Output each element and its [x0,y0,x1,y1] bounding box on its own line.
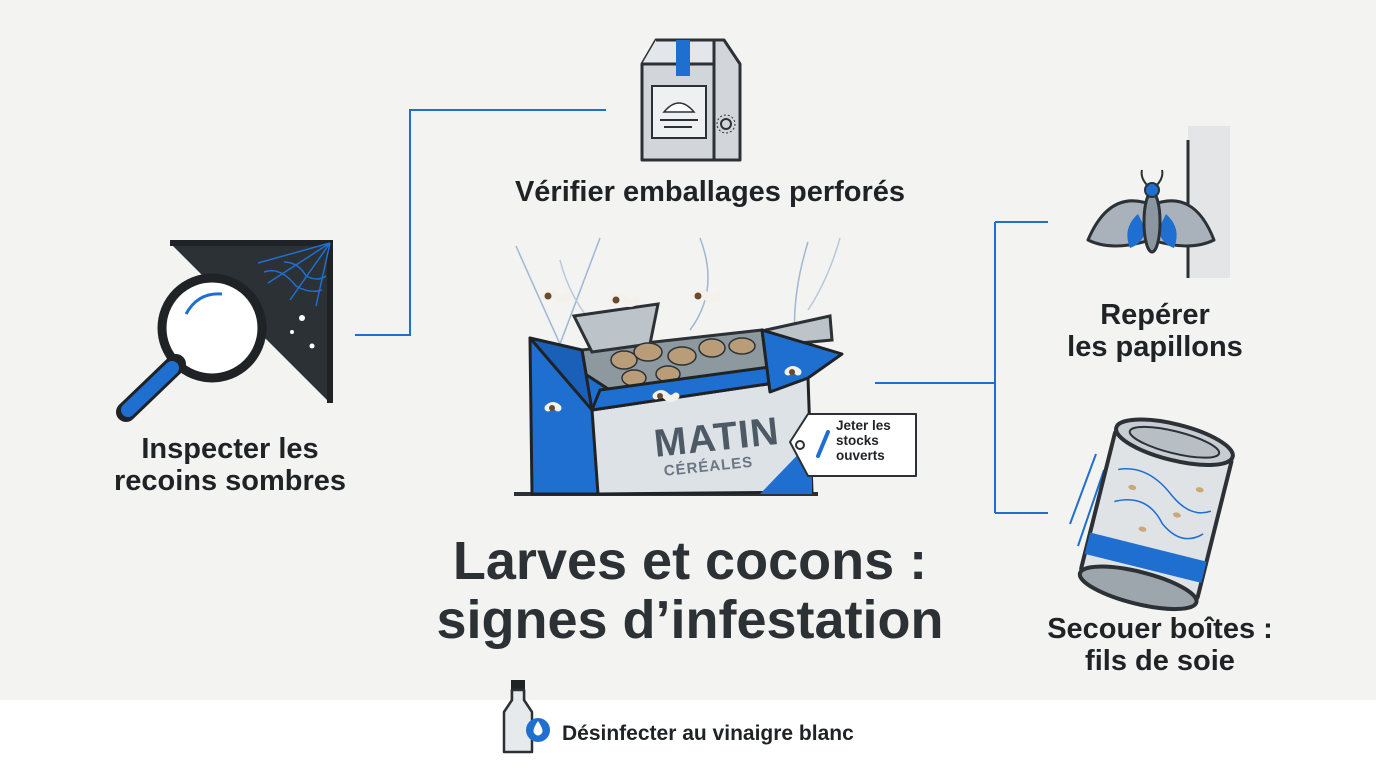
title-line: Larves et cocons : [452,531,928,591]
cereal-box-illustration [514,237,844,496]
tin-can-icon [1069,417,1235,612]
connector-lines [355,109,1048,514]
discard-tag [789,413,917,477]
step-label-packaging: Vérifier emballages perforés [514,176,906,208]
moth-icon [1086,126,1230,278]
main-title: Larves et cocons : signes d’infestation [340,531,1040,651]
footer-bar [0,700,1376,768]
step-label-line: Inspecter les [141,433,319,465]
step-label-line: Repérer [1100,299,1210,331]
tag-line: ouverts [836,448,885,464]
step-label-corners: Inspecter les recoins sombres [60,433,400,498]
tag-label: Jeter les stocks ouverts [836,418,914,463]
tag-line: Jeter les [836,418,891,433]
tag-line: stocks [836,433,879,449]
title-line: signes d’infestation [436,590,944,651]
magnifier-cobweb-icon [116,240,333,422]
footer-tip: Désinfecter au vinaigre blanc [562,722,854,745]
step-label-moths: Repérer les papillons [1010,299,1300,364]
step-label-line: Secouer boîtes : [1047,613,1273,645]
step-label-cans: Secouer boîtes : fils de soie [1000,613,1320,678]
cereal-bag-icon [640,38,742,162]
step-label-line: fils de soie [1085,645,1235,678]
step-label-line: les papillons [1067,331,1243,364]
step-label-line: recoins sombres [113,465,347,498]
